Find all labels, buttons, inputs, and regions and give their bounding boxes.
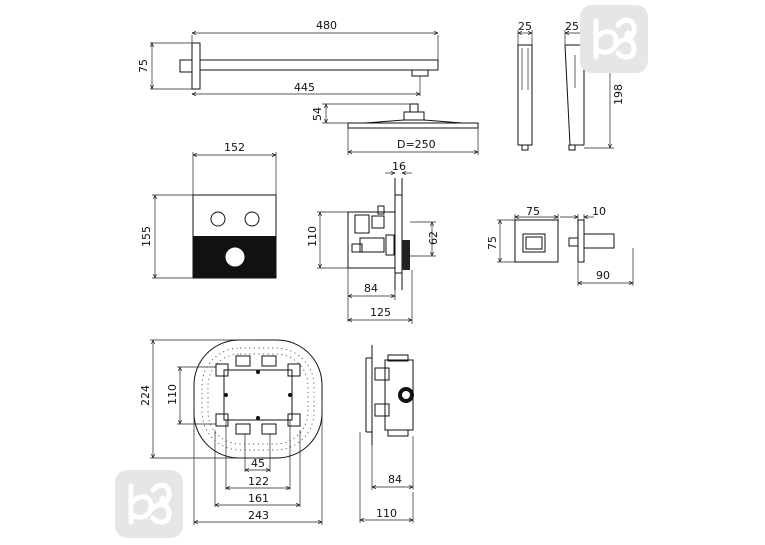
dim-head-diameter: D=250 [397, 138, 436, 151]
dim-box-inner-height: 110 [166, 384, 179, 405]
dim-valve-depth-b: 125 [370, 306, 391, 319]
dim-hand-width-a: 25 [518, 20, 532, 33]
dim-box-w3: 243 [248, 509, 269, 522]
bb-logo-icon [580, 5, 648, 73]
dim-outlet-height: 75 [486, 236, 499, 250]
dim-box-port: 45 [251, 457, 265, 470]
dim-arm-reach: 445 [294, 81, 315, 94]
dim-panel-height: 155 [140, 226, 153, 247]
installation-box-side [359, 345, 414, 523]
hand-shower [517, 30, 614, 151]
dim-hand-width-b: 25 [565, 20, 579, 33]
wall-outlet [497, 214, 634, 286]
dim-side-depth-a: 84 [388, 473, 402, 486]
dim-panel-width: 152 [224, 141, 245, 154]
dim-box-w2: 161 [248, 492, 269, 505]
valve-side [317, 173, 436, 324]
dim-outlet-width: 75 [526, 205, 540, 218]
dim-arm-length: 480 [316, 19, 337, 32]
dim-valve-knob: 62 [427, 231, 440, 245]
shower-arm [150, 33, 439, 96]
installation-box [150, 339, 323, 525]
dim-hand-height: 198 [612, 84, 625, 105]
dim-box-height: 224 [139, 385, 152, 406]
dim-side-depth-b: 110 [376, 507, 397, 520]
control-panel [152, 152, 277, 279]
dim-outlet-plate: 10 [592, 205, 606, 218]
dim-box-w1: 122 [248, 475, 269, 488]
dim-arm-height: 75 [137, 59, 150, 73]
shower-head [322, 103, 479, 155]
dim-valve-depth-a: 84 [364, 282, 378, 295]
dim-head-drop: 54 [311, 107, 324, 121]
bb-logo-icon [115, 470, 183, 538]
dim-valve-top: 16 [392, 160, 406, 173]
dim-outlet-depth: 90 [596, 269, 610, 282]
dim-valve-height: 110 [306, 226, 319, 247]
